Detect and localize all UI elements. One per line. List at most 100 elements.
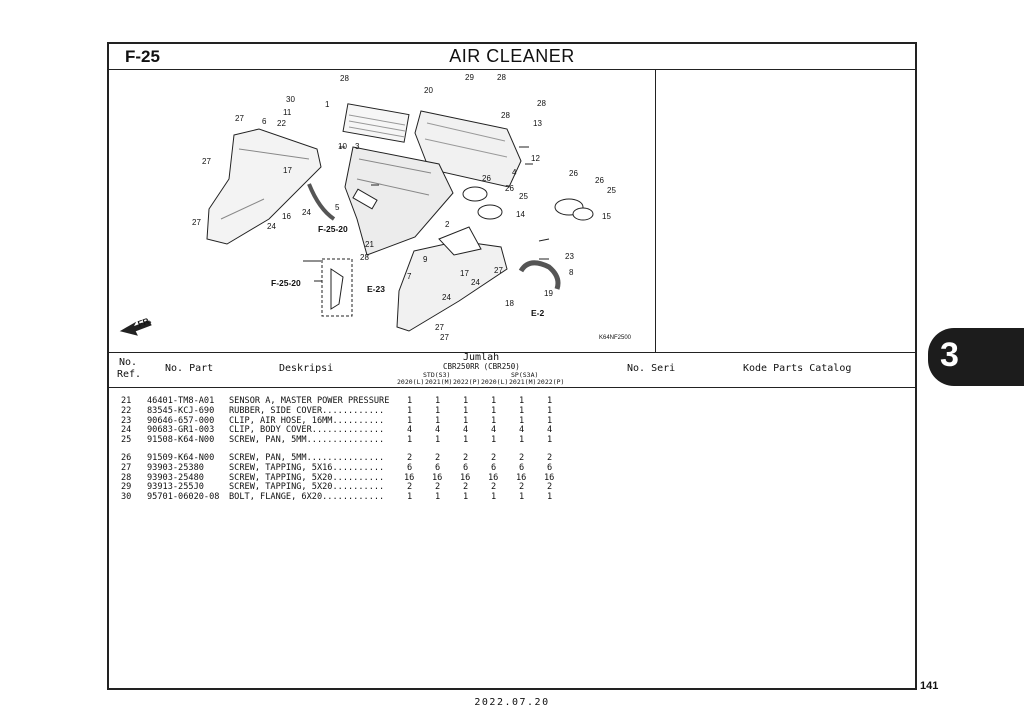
svg-text:FR.: FR. — [136, 315, 152, 329]
part-number: 93903-25380 — [147, 462, 204, 473]
quantity-cell: 1 — [407, 415, 413, 426]
quantity-cell: 1 — [547, 405, 553, 416]
part-number: 93903-25480 — [147, 472, 204, 483]
part-description: SCREW, TAPPING, 5X20.......... — [229, 472, 385, 483]
svg-text:5: 5 — [335, 203, 340, 212]
svg-text:K64NF2500: K64NF2500 — [599, 335, 632, 341]
quantity-cell: 1 — [547, 396, 553, 406]
part-number: 90646-657-000 — [147, 415, 215, 426]
svg-text:18: 18 — [505, 299, 514, 308]
quantity-cell: 1 — [407, 435, 413, 446]
svg-text:15: 15 — [602, 212, 611, 221]
part-number: 91509-K64-N00 — [147, 453, 215, 463]
quantity-cell: 16 — [488, 472, 499, 483]
svg-text:21: 21 — [365, 240, 374, 249]
col-deskripsi: Deskripsi — [279, 363, 334, 374]
part-description: SCREW, PAN, 5MM............... — [229, 435, 385, 446]
svg-text:27: 27 — [435, 323, 444, 332]
quantity-cell: 4 — [491, 425, 497, 436]
col-sp: SP(S3A) — [511, 371, 539, 379]
quantity-cell: 1 — [491, 415, 497, 426]
ref-number: 25 — [121, 435, 132, 446]
quantity-cell: 2 — [491, 453, 497, 463]
part-description: BOLT, FLANGE, 6X20............ — [229, 492, 385, 503]
catalog-page-frame: F-25 AIR CLEANER — [107, 42, 917, 690]
ref-number: 23 — [121, 415, 132, 426]
svg-text:28: 28 — [537, 99, 546, 108]
part-description: SCREW, TAPPING, 5X20.......... — [229, 482, 385, 493]
svg-text:8: 8 — [569, 268, 574, 277]
quantity-cell: 4 — [407, 425, 413, 436]
quantity-cell: 1 — [519, 396, 525, 406]
quantity-cell: 1 — [491, 405, 497, 416]
quantity-cell: 2 — [519, 453, 525, 463]
col-no-ref-2: Ref. — [117, 369, 142, 380]
col-year: 2020(L) — [397, 378, 425, 386]
quantity-cell: 4 — [463, 425, 469, 436]
quantity-cell: 6 — [435, 462, 441, 473]
svg-text:17: 17 — [283, 166, 292, 175]
quantity-cell: 4 — [435, 425, 441, 436]
ref-number: 30 — [121, 492, 132, 503]
part-description: SCREW, TAPPING, 5X16.......... — [229, 462, 385, 473]
quantity-cell: 6 — [407, 462, 413, 473]
col-std: STD(S3) — [423, 371, 451, 379]
svg-text:29: 29 — [465, 73, 474, 82]
svg-text:20: 20 — [424, 86, 433, 95]
col-jumlah: Jumlah — [463, 352, 500, 363]
quantity-cell: 16 — [544, 472, 555, 483]
part-number: 90683-GR1-003 — [147, 425, 215, 436]
section-number: 3 — [940, 336, 959, 374]
svg-text:E-23: E-23 — [367, 284, 385, 294]
part-description: CLIP, BODY COVER.............. — [229, 425, 385, 436]
svg-text:17: 17 — [460, 269, 469, 278]
quantity-cell: 1 — [435, 492, 441, 503]
svg-text:28: 28 — [360, 253, 369, 262]
page-title: AIR CLEANER — [449, 46, 575, 66]
part-number: 83545-KCJ-690 — [147, 405, 215, 416]
quantity-cell: 1 — [407, 405, 413, 416]
svg-text:25: 25 — [519, 192, 528, 201]
svg-text:28: 28 — [501, 111, 510, 120]
svg-text:26: 26 — [482, 174, 491, 183]
quantity-cell: 1 — [547, 415, 553, 426]
quantity-cell: 16 — [432, 472, 443, 483]
svg-text:26: 26 — [569, 169, 578, 178]
quantity-cell: 1 — [491, 396, 497, 406]
quantity-cell: 1 — [407, 492, 413, 503]
svg-text:1: 1 — [325, 100, 330, 109]
svg-text:16: 16 — [282, 212, 291, 221]
quantity-cell: 1 — [491, 435, 497, 446]
col-year: 2021(M) — [425, 378, 453, 386]
part-description: SENSOR A, MASTER POWER PRESSURE — [229, 396, 390, 406]
quantity-cell: 4 — [519, 425, 525, 436]
quantity-cell: 1 — [463, 396, 469, 406]
svg-text:7: 7 — [407, 272, 412, 281]
quantity-cell: 1 — [407, 396, 413, 406]
svg-text:27: 27 — [235, 114, 244, 123]
parts-table-header: No. Ref. No. Part Deskripsi Jumlah CBR25… — [109, 352, 915, 388]
quantity-cell: 1 — [435, 396, 441, 406]
svg-text:19: 19 — [544, 289, 553, 298]
quantity-cell: 1 — [491, 492, 497, 503]
svg-text:12: 12 — [531, 154, 540, 163]
section-tab: 3 — [928, 328, 1024, 386]
svg-text:26: 26 — [595, 176, 604, 185]
page-header: F-25 AIR CLEANER — [109, 44, 915, 70]
svg-text:24: 24 — [302, 208, 311, 217]
svg-text:24: 24 — [442, 293, 451, 302]
col-no-seri: No. Seri — [627, 363, 676, 374]
quantity-cell: 6 — [547, 462, 553, 473]
quantity-cell: 2 — [547, 453, 553, 463]
quantity-cell: 1 — [435, 415, 441, 426]
quantity-cell: 4 — [547, 425, 553, 436]
svg-text:30: 30 — [286, 95, 295, 104]
quantity-cell: 6 — [519, 462, 525, 473]
col-no-ref-1: No. — [119, 357, 138, 368]
svg-text:10: 10 — [338, 142, 347, 151]
quantity-cell: 2 — [407, 482, 413, 493]
svg-text:27: 27 — [202, 157, 211, 166]
part-number: 91508-K64-N00 — [147, 435, 215, 446]
quantity-cell: 2 — [435, 482, 441, 493]
svg-text:25: 25 — [607, 186, 616, 195]
